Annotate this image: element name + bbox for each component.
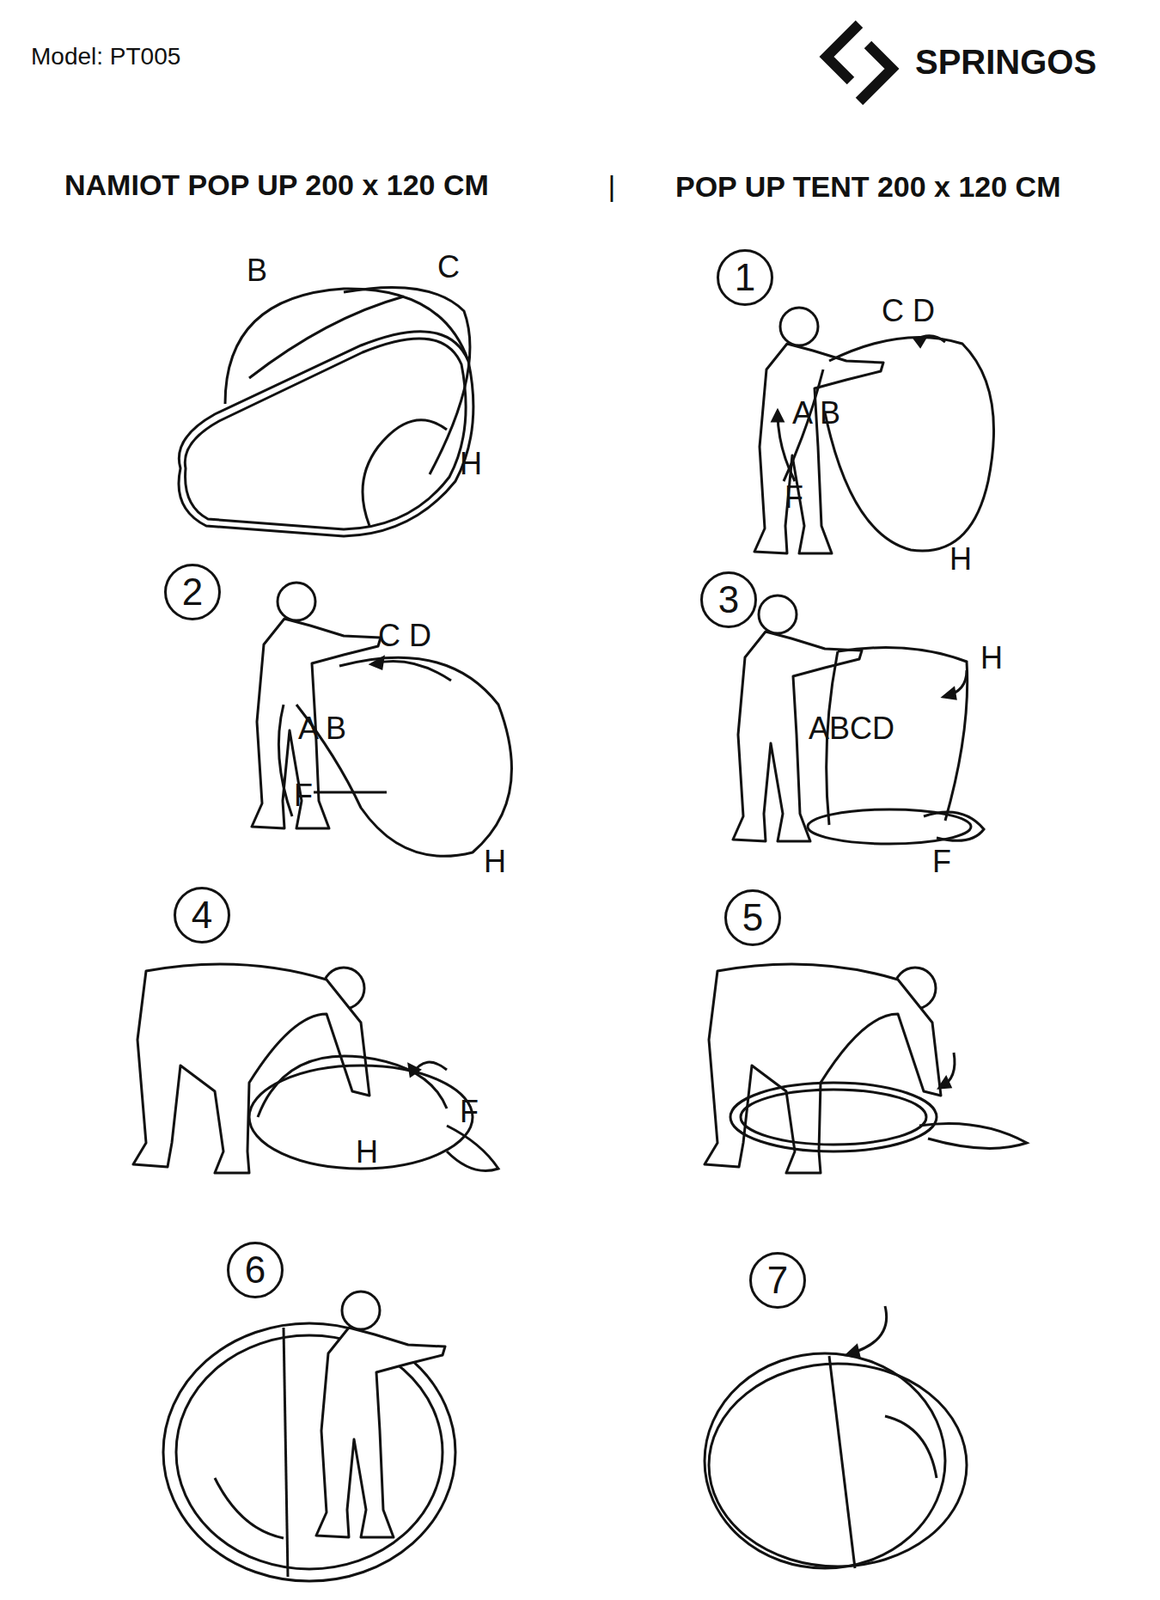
tent-ring <box>249 1065 473 1169</box>
leader-line <box>313 791 387 794</box>
tent-flap <box>919 1123 1027 1149</box>
person-figure <box>133 964 370 1173</box>
step-number: 5 <box>742 898 764 937</box>
heading: NAMIOT POP UP 200 x 120 CM <box>64 170 489 200</box>
model-number: Model: PT005 <box>30 44 181 69</box>
part-letter: H <box>949 543 972 575</box>
step-number-circle: 3 <box>700 571 758 629</box>
part-letter: A B <box>792 397 841 429</box>
tent-flap <box>446 1125 499 1172</box>
arrow-head <box>409 1064 420 1076</box>
arrow-head <box>772 410 783 422</box>
step-number: 2 <box>182 573 203 611</box>
tent-folding <box>772 335 995 551</box>
part-letter: B <box>246 255 268 287</box>
arrow-head <box>943 688 956 699</box>
tent-ring <box>740 1089 927 1145</box>
part-letter: F <box>932 846 952 878</box>
tent-disc <box>176 1335 443 1570</box>
tent-folding <box>249 1056 499 1172</box>
brand-name: SPRINGOS <box>915 44 1097 80</box>
tent-disc <box>704 1353 946 1569</box>
zipper <box>829 1355 855 1569</box>
step-number: 1 <box>734 258 756 297</box>
zipper <box>283 1327 288 1577</box>
part-letter: H <box>980 642 1003 674</box>
tent-folding <box>807 647 984 844</box>
part-letter: A B <box>298 713 347 745</box>
tent-arch-c <box>343 286 471 475</box>
step-number: 7 <box>767 1261 788 1300</box>
tent-loop <box>257 1056 447 1118</box>
separator: | <box>608 170 617 201</box>
part-letter: C <box>437 251 460 283</box>
tent-base <box>178 331 474 537</box>
tent-folding <box>730 1052 1027 1152</box>
step-number: 3 <box>718 580 739 619</box>
part-letter: C D <box>378 620 432 652</box>
step-number-circle: 6 <box>226 1241 284 1299</box>
part-letter: F <box>293 780 313 812</box>
part-letter: H <box>459 448 483 480</box>
heading: POP UP TENT 200 x 120 CM <box>675 171 1062 202</box>
tent-loop <box>824 336 995 551</box>
fold-arrow <box>373 661 452 682</box>
logo-mark <box>826 24 892 102</box>
fabric-line <box>885 1416 937 1478</box>
tent-seam <box>249 296 404 379</box>
step-number: 6 <box>244 1251 266 1289</box>
logo-chevron <box>826 24 892 102</box>
person-figure <box>704 964 941 1173</box>
tent-loop <box>296 657 512 856</box>
step-number-circle: 1 <box>716 249 774 306</box>
part-letter: H <box>483 846 507 878</box>
arrow-head <box>371 657 384 669</box>
tent-flap <box>923 812 984 841</box>
tent-open <box>178 286 474 537</box>
arrow-head <box>846 1345 860 1357</box>
part-letter: F <box>784 482 804 513</box>
arrow-head <box>915 337 926 347</box>
step-number-circle: 7 <box>749 1251 806 1309</box>
step-number: 4 <box>191 896 213 935</box>
tent-folding <box>278 657 512 856</box>
step-number-circle: 4 <box>173 886 231 944</box>
part-letter: H <box>355 1136 379 1168</box>
part-letter: F <box>459 1096 479 1128</box>
step-number-circle: 5 <box>724 889 782 947</box>
part-letter: C D <box>881 295 935 327</box>
tent-loop-edge <box>278 704 293 817</box>
fabric-line <box>214 1477 284 1539</box>
part-letter: ABCD <box>808 713 895 745</box>
tent-packed <box>704 1306 967 1569</box>
arrow-head <box>939 1077 951 1088</box>
tent-arch-b <box>225 288 469 404</box>
person-figure <box>316 1291 446 1538</box>
tent-ring <box>730 1082 937 1152</box>
step-number-circle: 2 <box>164 563 221 621</box>
tent-base-inner <box>184 338 466 530</box>
tent-disc <box>708 1363 967 1567</box>
tent-panel <box>362 420 447 526</box>
